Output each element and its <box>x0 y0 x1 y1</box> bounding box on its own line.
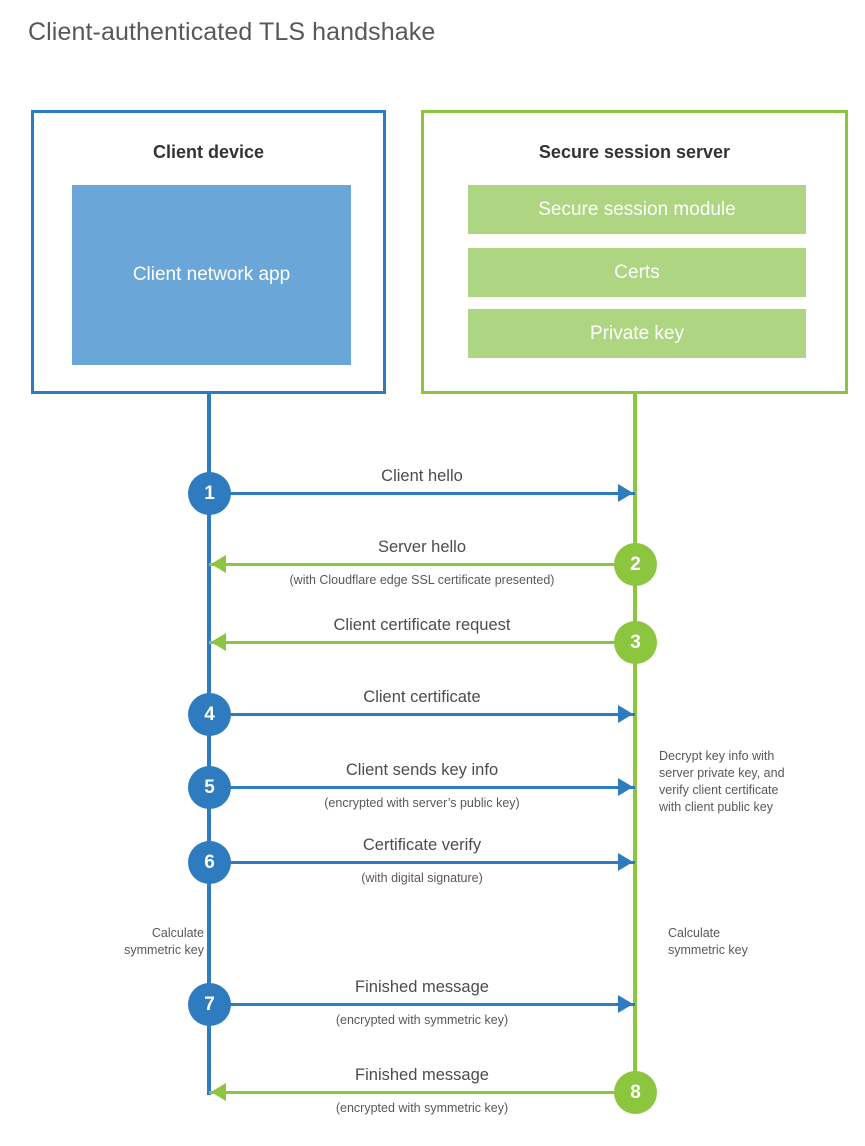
step-2-label: Server hello <box>377 538 467 556</box>
step-7-arrow-head <box>618 995 633 1013</box>
step-7-label: Finished message <box>355 978 489 996</box>
step-5-label: Client sends key info <box>345 761 499 779</box>
client-lifeline <box>207 393 211 1095</box>
server-chip-secure-session-module: Secure session module <box>468 185 806 234</box>
step-5-arrow-line <box>209 786 635 789</box>
server-lifeline <box>633 393 637 1093</box>
step-badge-3[interactable]: 3 <box>614 621 657 664</box>
step-3-arrow-line <box>209 641 635 644</box>
step-badge-2[interactable]: 2 <box>614 543 657 586</box>
step-badge-5[interactable]: 5 <box>188 766 231 809</box>
step-7-sublabel: (encrypted with symmetric key) <box>335 1013 509 1027</box>
step-badge-6[interactable]: 6 <box>188 841 231 884</box>
step-3-label: Client certificate request <box>333 616 511 634</box>
step-6-sublabel: (with digital signature) <box>361 871 483 885</box>
note-calculate-symmetric-key-client: Calculate symmetric key <box>124 926 204 957</box>
step-badge-8[interactable]: 8 <box>614 1071 657 1114</box>
step-badge-4[interactable]: 4 <box>188 693 231 736</box>
step-7-arrow-line <box>209 1003 635 1006</box>
step-badge-7[interactable]: 7 <box>188 983 231 1026</box>
step-badge-1[interactable]: 1 <box>188 472 231 515</box>
step-4-arrow-head <box>618 705 633 723</box>
client-network-app-block: Client network app <box>72 185 351 365</box>
server-chip-private-key: Private key <box>468 309 806 358</box>
step-2-sublabel: (with Cloudflare edge SSL certificate pr… <box>289 573 555 587</box>
step-8-arrow-head <box>211 1083 226 1101</box>
step-8-arrow-line <box>209 1091 635 1094</box>
step-1-label: Client hello <box>381 467 463 485</box>
server-chip-certs: Certs <box>468 248 806 297</box>
step-2-arrow-head <box>211 555 226 573</box>
page-title: Client-authenticated TLS handshake <box>28 18 436 46</box>
client-device-box: Client device Client network app <box>31 110 386 394</box>
note-calculate-symmetric-key-server: Calculate symmetric key <box>668 926 748 957</box>
step-5-arrow-head <box>618 778 633 796</box>
step-4-arrow-line <box>209 713 635 716</box>
step-8-sublabel: (encrypted with symmetric key) <box>335 1101 509 1115</box>
step-3-arrow-head <box>211 633 226 651</box>
step-1-arrow-head <box>618 484 633 502</box>
step-6-arrow-line <box>209 861 635 864</box>
step-1-arrow-line <box>209 492 635 495</box>
secure-session-server-box: Secure session server Secure session mod… <box>421 110 848 394</box>
step-6-arrow-head <box>618 853 633 871</box>
secure-session-server-title: Secure session server <box>538 142 731 162</box>
step-6-label: Certificate verify <box>362 836 482 854</box>
client-device-title: Client device <box>152 142 265 162</box>
step-4-label: Client certificate <box>363 688 481 706</box>
note-decrypt-key-info: Decrypt key info with server private key… <box>659 749 785 814</box>
step-5-sublabel: (encrypted with server’s public key) <box>324 796 520 810</box>
step-8-label: Finished message <box>355 1066 489 1084</box>
step-2-arrow-line <box>209 563 635 566</box>
